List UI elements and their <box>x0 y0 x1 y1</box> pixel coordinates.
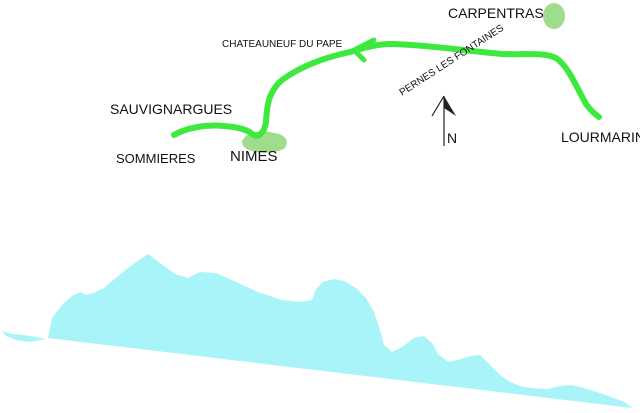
place-nimes: NIMES <box>230 148 278 165</box>
place-chateauneuf: CHATEAUNEUF DU PAPE <box>222 39 343 50</box>
place-pernes: PERNES LES FONTAINES <box>398 23 507 99</box>
sea-sliver <box>2 331 46 342</box>
carpentras-blob <box>543 3 565 29</box>
place-lourmarin: LOURMARIN <box>561 129 640 145</box>
sea-area <box>48 254 632 408</box>
route-line <box>171 41 602 139</box>
place-carpentras: CARPENTRAS <box>448 5 544 21</box>
route-arrow <box>349 37 377 63</box>
north-arrow-icon <box>431 95 456 146</box>
compass-label: N <box>447 130 457 146</box>
place-sauvignargues: SAUVIGNARGUES <box>110 101 232 117</box>
place-sommieres: SOMMIERES <box>116 151 196 166</box>
